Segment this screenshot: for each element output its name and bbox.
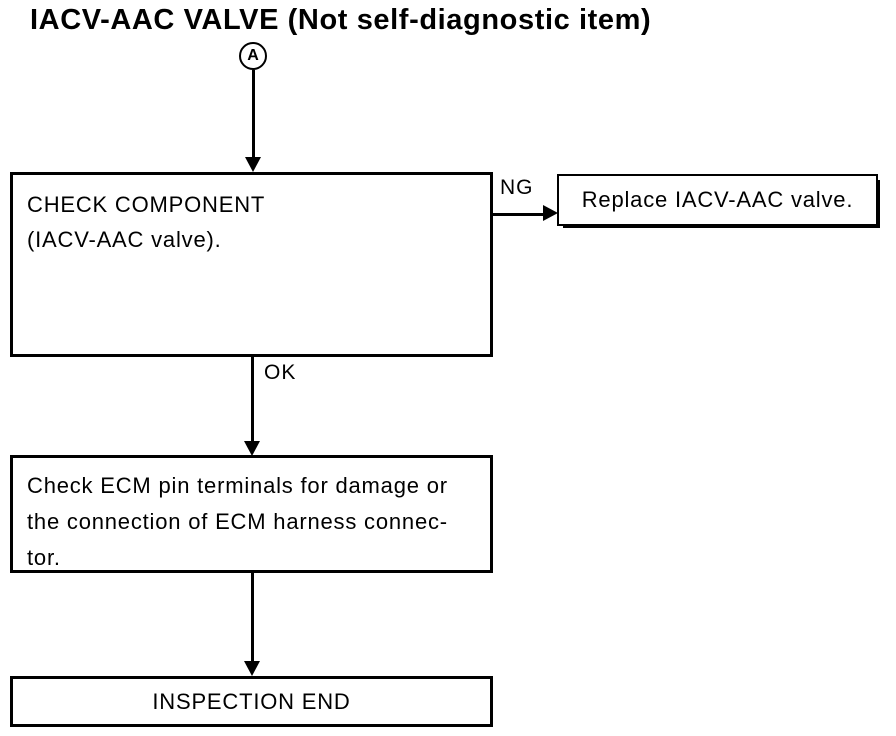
node-check-component-line: (IACV-AAC valve). (27, 227, 222, 252)
node-inspection-end-text: INSPECTION END (152, 688, 351, 714)
right-arrowhead-icon (543, 205, 558, 221)
connector-a-circle-icon: A (239, 42, 267, 70)
page-title: IACV-AAC VALVE (Not self-diagnostic item… (30, 4, 652, 36)
edge-line-ok (251, 357, 254, 443)
edge-line-a-to-check-component (252, 70, 255, 158)
node-check-ecm-line: Check ECM pin terminals for damage or (27, 473, 448, 498)
node-check-component: CHECK COMPONENT (IACV-AAC valve). (10, 172, 493, 357)
connector-a-label: A (247, 47, 259, 64)
edge-line-ng (493, 213, 545, 216)
edge-label-ng: NG (500, 176, 534, 199)
node-check-ecm: Check ECM pin terminals for damage or th… (10, 455, 493, 573)
edge-line-to-inspection-end (251, 573, 254, 662)
node-check-ecm-line: the connection of ECM harness connec- (27, 509, 448, 534)
down-arrowhead-icon (245, 157, 261, 172)
node-check-component-line: CHECK COMPONENT (27, 192, 266, 217)
down-arrowhead-icon (244, 441, 260, 456)
node-inspection-end: INSPECTION END (10, 676, 493, 727)
node-replace-valve-text: Replace IACV-AAC valve. (581, 187, 854, 212)
edge-label-ok: OK (264, 361, 297, 384)
node-replace-valve: Replace IACV-AAC valve. (557, 174, 878, 226)
down-arrowhead-icon (244, 661, 260, 676)
node-check-ecm-line: tor. (27, 545, 61, 570)
